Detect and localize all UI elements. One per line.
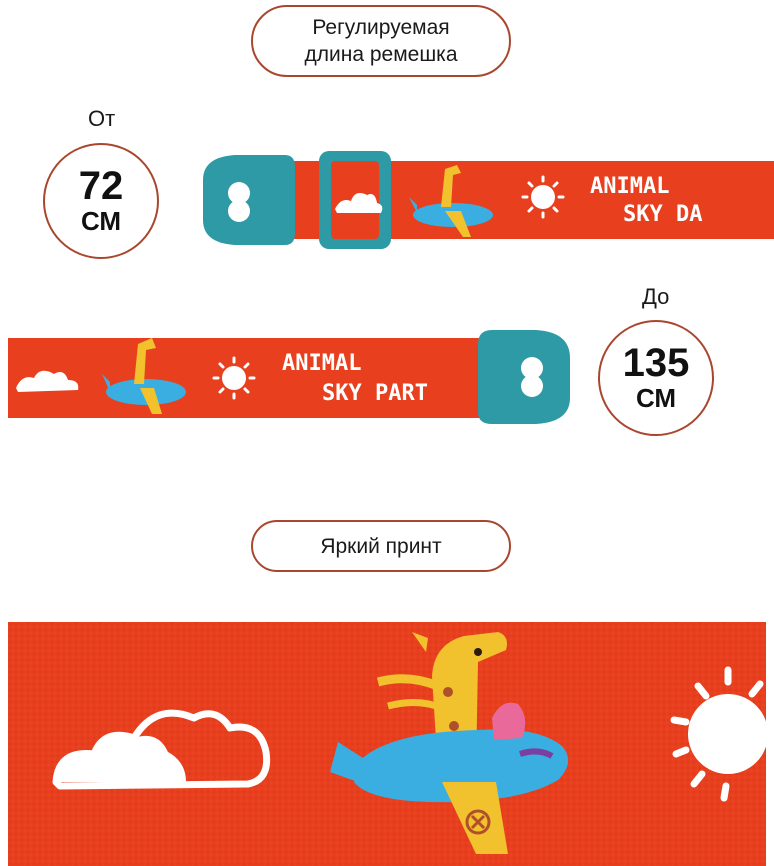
strap-short-image: ANIMAL SKY DA: [203, 151, 774, 249]
plane-icon: [409, 197, 493, 237]
min-length-unit: СМ: [80, 206, 122, 236]
strap-short-print-line2: SKY DA: [623, 202, 702, 227]
adjustable-length-badge: Регулируемая длина ремешка: [251, 5, 511, 77]
max-length-circle: 135 СМ: [598, 320, 714, 436]
min-length-prefix: От: [88, 106, 116, 131]
adjustable-length-line2: длина ремешка: [304, 43, 458, 66]
bright-print-title: Яркий принт: [320, 534, 442, 558]
adjustable-length-line1: Регулируемая: [312, 16, 450, 39]
strap-short-print-line1: ANIMAL: [590, 174, 669, 199]
cloud-icon: [335, 193, 383, 213]
cloud-icon: [16, 370, 79, 392]
min-length-circle: 72 СМ: [43, 143, 159, 259]
strap-long-print-line2: SKY PART: [322, 381, 428, 406]
cloud-icon: [52, 709, 271, 790]
plane-icon: [330, 702, 569, 854]
bright-print-badge: Яркий принт: [251, 520, 511, 572]
clip-icon: [203, 155, 295, 245]
plane-icon: [102, 374, 186, 414]
strap-long-print-line1: ANIMAL: [282, 351, 361, 376]
clip-icon: [478, 330, 570, 424]
sun-icon: [521, 175, 565, 219]
max-length-unit: СМ: [635, 383, 677, 413]
sun-icon: [670, 666, 766, 802]
print-closeup-image: [8, 622, 766, 866]
min-length-value: 72: [78, 164, 124, 208]
giraffe-icon: [134, 338, 156, 384]
max-length-prefix: До: [642, 284, 670, 309]
strap-long-image: ANIMAL SKY PART: [8, 330, 570, 424]
sun-icon: [212, 356, 256, 400]
giraffe-icon: [441, 165, 461, 207]
max-length-value: 135: [622, 341, 690, 385]
